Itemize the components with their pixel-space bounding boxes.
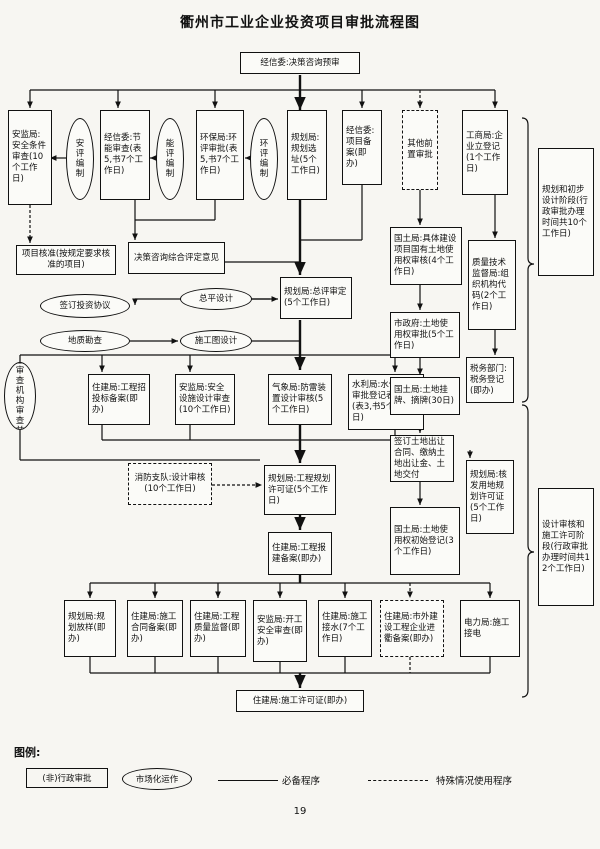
node-nengping: 能评编制 xyxy=(156,118,184,200)
legend-box-sample: (非)行政审批 xyxy=(26,768,108,788)
node-huanping: 环评编制 xyxy=(250,118,278,200)
node-jingxin-neng: 经信委:节能审查(表5,书7个工作日) xyxy=(100,110,150,200)
side-note-bottom: 设计审核和施工许可阶段(行政审批办理时间共12个工作日) xyxy=(538,488,594,606)
side-note-top: 规划和初步设计阶段(行政审批办理时间共10个工作日) xyxy=(538,148,594,276)
node-guotu-gy: 国土局:具体建设项目国有土地使用权审核(4个工作日) xyxy=(390,227,462,285)
legend-solid-label: 必备程序 xyxy=(282,776,321,787)
node-qiandingtd: 签订土地出让合同、缴纳土地出让金、土地交付 xyxy=(390,435,454,482)
node-zj-ht: 住建局:施工合同备案(即办) xyxy=(127,600,183,657)
node-aj-kg: 安监局:开工安全审查(即办) xyxy=(253,600,307,662)
node-zongping: 总平设计 xyxy=(180,288,252,310)
node-gh-fx: 规划局:规划放样(即办) xyxy=(64,600,116,657)
legend-solid-line xyxy=(218,780,278,781)
node-zj-wd: 住建局:市外建设工程企业进衢备案(即办) xyxy=(380,600,444,657)
legend-title: 图例: xyxy=(14,746,41,759)
node-xiaofang: 消防支队:设计审核(10个工作日) xyxy=(128,463,212,505)
node-zj-bj: 住建局:工程报建备案(即办) xyxy=(268,532,332,575)
node-qx: 气象局:防雷装置设计审核(5个工作日) xyxy=(268,374,332,425)
node-shigongtu-sc: 施工图审查机构审查并修改 xyxy=(4,362,36,430)
node-shigongtu: 施工图设计 xyxy=(180,330,252,352)
node-qita: 其他前置审批 xyxy=(402,110,438,190)
node-guotu-gp: 国土局:土地挂牌、摘牌(30日) xyxy=(390,377,460,415)
node-zj-zb: 住建局:工程招投标备案(即办) xyxy=(88,374,150,425)
node-aj-sheji: 安监局:安全设施设计审查(10个工作日) xyxy=(175,374,235,425)
legend-ellipse-sample: 市场化运作 xyxy=(122,768,192,790)
node-huanbao: 环保局:环评审批(表5,书7个工作日) xyxy=(196,110,244,200)
legend-dashed-line xyxy=(368,780,428,781)
node-gongshang: 工商局:企业立登记(1个工作日) xyxy=(462,110,508,195)
node-juece-pd: 决策咨询综合评定意见 xyxy=(128,242,225,274)
node-final: 住建局:施工许可证(即办) xyxy=(236,690,364,712)
node-jingxin-ba: 经信委:项目备案(即办) xyxy=(342,110,382,185)
node-shizf: 市政府:土地使用权审批(5个工作日) xyxy=(390,312,460,358)
node-zj-js: 住建局:施工接水(7个工作日) xyxy=(318,600,372,657)
node-dizhi: 地质勘查 xyxy=(40,330,130,352)
legend-dashed-label: 特殊情况使用程序 xyxy=(436,776,513,787)
node-gh-ydxk: 规划局:核发用地规划许可证(5个工作日) xyxy=(466,460,514,534)
node-guotu-dj: 国土局:土地使用权初始登记(3个工作日) xyxy=(390,507,460,575)
node-xiangmu-hz: 项目核准(按规定要求核准的项目) xyxy=(16,245,116,275)
node-dl: 电力局:施工接电 xyxy=(460,600,520,657)
node-zj-zl: 住建局:工程质量监督(即办) xyxy=(190,600,246,657)
node-gh-gcxk: 规划局:工程规划许可证(5个工作日) xyxy=(264,465,336,515)
node-guihua-xz: 规划局:规划选址(5个工作日) xyxy=(287,110,327,200)
page-title: 衢州市工业企业投资项目审批流程图 xyxy=(180,15,420,31)
start-node: 经信委:决策咨询预审 xyxy=(240,52,360,74)
node-anping: 安评编制 xyxy=(66,118,94,200)
node-shuiwu: 税务部门:税务登记(即办) xyxy=(466,357,514,403)
node-guihua-zp: 规划局:总评审定(5个工作日) xyxy=(280,277,352,319)
page-number: 19 xyxy=(293,806,307,817)
node-anjian: 安监局:安全条件审查(10个工作日) xyxy=(8,110,52,205)
node-qianding: 签订投资协议 xyxy=(40,294,130,318)
node-zhijian: 质量技术监督局:组织机构代码(2个工作日) xyxy=(468,240,516,330)
